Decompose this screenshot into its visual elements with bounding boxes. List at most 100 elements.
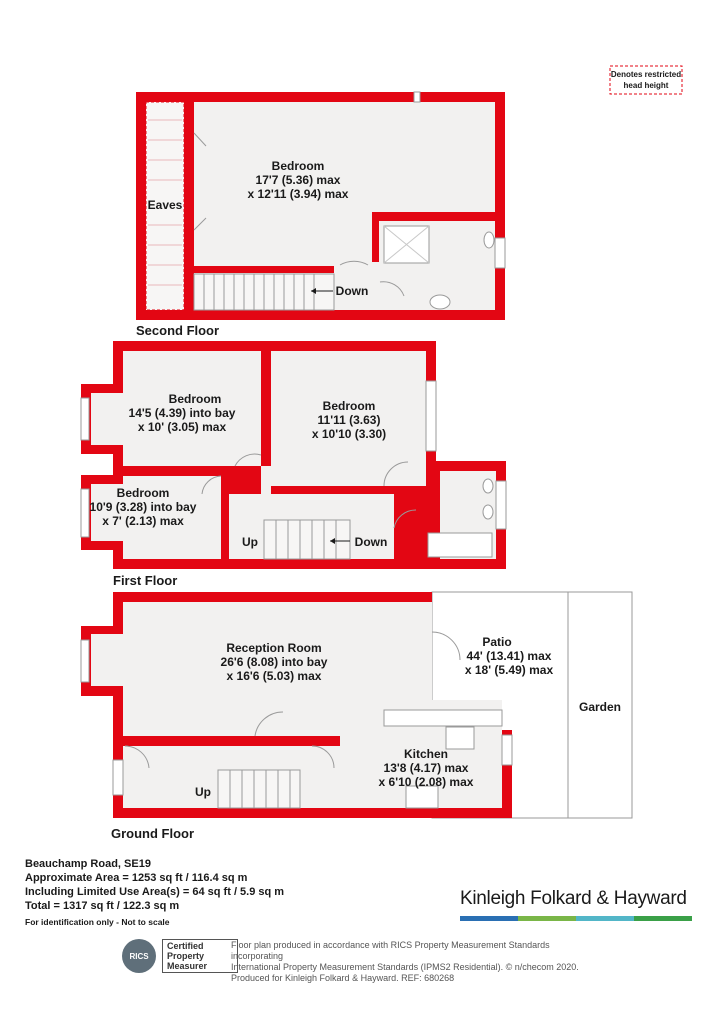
bedroom1-dim1: 14'5 (4.39) into bay bbox=[129, 406, 236, 420]
approximate-area: Approximate Area = 1253 sq ft / 116.4 sq… bbox=[25, 872, 248, 884]
stripe-teal bbox=[576, 916, 634, 921]
rics-badge: RICS Certified Property Measurer bbox=[122, 939, 238, 973]
bedroom-dim1: 17'7 (5.36) max bbox=[256, 173, 341, 187]
ground-stairs-up-label: Up bbox=[195, 785, 211, 799]
bedroom3-label: Bedroom bbox=[117, 486, 170, 500]
basin-icon bbox=[483, 231, 495, 249]
shower-diag2 bbox=[383, 225, 430, 264]
ground-floor-stairs bbox=[217, 769, 301, 809]
eaves-area bbox=[145, 101, 185, 311]
first-floor-basin-icon bbox=[482, 478, 494, 494]
restricted-height-legend: Denotes restricted head height bbox=[609, 65, 683, 95]
address: Beauchamp Road, SE19 bbox=[25, 858, 151, 870]
front-door bbox=[112, 759, 124, 796]
bay2-floor bbox=[91, 484, 126, 541]
patio-doors-opening bbox=[422, 602, 432, 700]
disclaimer: Floor plan produced in accordance with R… bbox=[231, 940, 591, 984]
first-floor-label: First Floor bbox=[113, 573, 177, 588]
identification-note: For identification only - Not to scale bbox=[25, 917, 170, 927]
bathroom-wall-left bbox=[372, 212, 379, 262]
bedroom2-window bbox=[425, 380, 437, 452]
stripe-green bbox=[518, 916, 576, 921]
brand-stripes bbox=[460, 916, 692, 921]
reception-door-swing bbox=[254, 711, 284, 737]
disclaimer-line2: International Property Measurement Stand… bbox=[231, 962, 579, 972]
cert-line3: Measurer bbox=[167, 961, 208, 971]
disclaimer-line1: Floor plan produced in accordance with R… bbox=[231, 940, 550, 961]
bedroom2-dim2: x 10'10 (3.30) bbox=[312, 427, 386, 441]
toilet-icon bbox=[429, 294, 451, 310]
bedroom1-door bbox=[234, 453, 262, 467]
rics-logo: RICS bbox=[122, 939, 156, 973]
eaves-door-bottom bbox=[193, 217, 207, 231]
sink-icon bbox=[445, 726, 475, 750]
bedroom-door-swing bbox=[339, 260, 369, 266]
stairs-down-label: Down bbox=[336, 284, 369, 298]
eaves-door-top bbox=[193, 132, 207, 147]
bedroom3-door bbox=[201, 475, 222, 495]
limited-use-area: Including Limited Use Area(s) = 64 sq ft… bbox=[25, 886, 285, 898]
legend-line1: Denotes restricted bbox=[611, 70, 681, 79]
property-info: Beauchamp Road, SE19 Approximate Area = … bbox=[25, 857, 284, 929]
kitchen-dim1: 13'8 (4.17) max bbox=[384, 761, 469, 775]
second-floor: Eaves Bedroom 17'7 (5.36) max x 12'11 (3… bbox=[136, 91, 506, 338]
ground-bay-floor bbox=[91, 634, 126, 686]
kitchen-window bbox=[501, 734, 513, 766]
hallway-door-swing bbox=[124, 745, 150, 769]
reception-dim2: x 16'6 (5.03) max bbox=[227, 669, 322, 683]
reception-label: Reception Room bbox=[226, 641, 321, 655]
first-floor-toilet-icon bbox=[482, 504, 494, 520]
ground-floor: Patio 44' (13.41) max x 18' (5.49) max G… bbox=[80, 591, 633, 841]
window-right bbox=[494, 237, 506, 269]
kitchen-door-swing bbox=[311, 745, 335, 769]
bay2-window bbox=[80, 488, 90, 538]
bathroom-wall-top bbox=[372, 212, 495, 221]
first-floor: Bedroom 14'5 (4.39) into bay x 10' (3.05… bbox=[80, 341, 507, 588]
stairs-down-arrowhead bbox=[311, 288, 316, 294]
agent-brand: Kinleigh Folkard & Hayward bbox=[460, 888, 692, 921]
hob-icon bbox=[405, 785, 439, 809]
bedroom-label: Bedroom bbox=[272, 159, 325, 173]
bedroom2-dim1: 11'11 (3.63) bbox=[318, 413, 381, 427]
patio-label: Patio bbox=[482, 635, 511, 649]
stair-wall bbox=[194, 266, 334, 273]
kitchen-dim2: x 6'10 (2.08) max bbox=[379, 775, 474, 789]
second-floor-label: Second Floor bbox=[136, 323, 219, 338]
kitchen-label: Kitchen bbox=[404, 747, 448, 761]
bedroom1-dim2: x 10' (3.05) max bbox=[138, 420, 227, 434]
stripe-darkgreen bbox=[634, 916, 692, 921]
bathroom-window bbox=[495, 480, 507, 530]
eaves-label: Eaves bbox=[148, 198, 183, 212]
bedroom-dim2: x 12'11 (3.94) max bbox=[248, 187, 349, 201]
bathroom-door-swing bbox=[379, 281, 405, 297]
bedroom1-label: Bedroom bbox=[169, 392, 222, 406]
bay1-window bbox=[80, 397, 90, 441]
ground-bay-window bbox=[80, 639, 90, 683]
patio-dim2: x 18' (5.49) max bbox=[465, 663, 554, 677]
kitchen-worktop bbox=[383, 709, 503, 727]
garden-outline bbox=[567, 591, 633, 819]
stripe-blue bbox=[460, 916, 518, 921]
cert-line1: Certified bbox=[167, 941, 204, 951]
reception-dim1: 26'6 (8.08) into bay bbox=[221, 655, 328, 669]
total-area: Total = 1317 sq ft / 122.3 sq m bbox=[25, 900, 180, 912]
ground-floor-label: Ground Floor bbox=[111, 826, 194, 841]
bedroom2-label: Bedroom bbox=[323, 399, 376, 413]
bay1-floor bbox=[91, 393, 126, 445]
bedroom2-door bbox=[383, 461, 409, 487]
agent-name: Kinleigh Folkard & Hayward bbox=[460, 888, 687, 909]
bedroom3-dim2: x 7' (2.13) max bbox=[102, 514, 184, 528]
disclaimer-line3: Produced for Kinleigh Folkard & Hayward.… bbox=[231, 973, 455, 983]
eaves-wall bbox=[184, 102, 194, 310]
window-top bbox=[413, 91, 421, 103]
bath-icon bbox=[427, 532, 493, 558]
bedroom3-floor bbox=[123, 476, 221, 559]
first-floor-stairs bbox=[263, 519, 351, 560]
rics-certified: Certified Property Measurer bbox=[162, 939, 238, 973]
legend-line2: head height bbox=[624, 81, 669, 90]
landing-connector bbox=[261, 466, 271, 494]
patio-door-swing bbox=[431, 631, 461, 661]
bedroom1-floor bbox=[123, 351, 261, 466]
patio-dim1: 44' (13.41) max bbox=[467, 649, 552, 663]
bedroom3-dim1: 10'9 (3.28) into bay bbox=[90, 500, 197, 514]
